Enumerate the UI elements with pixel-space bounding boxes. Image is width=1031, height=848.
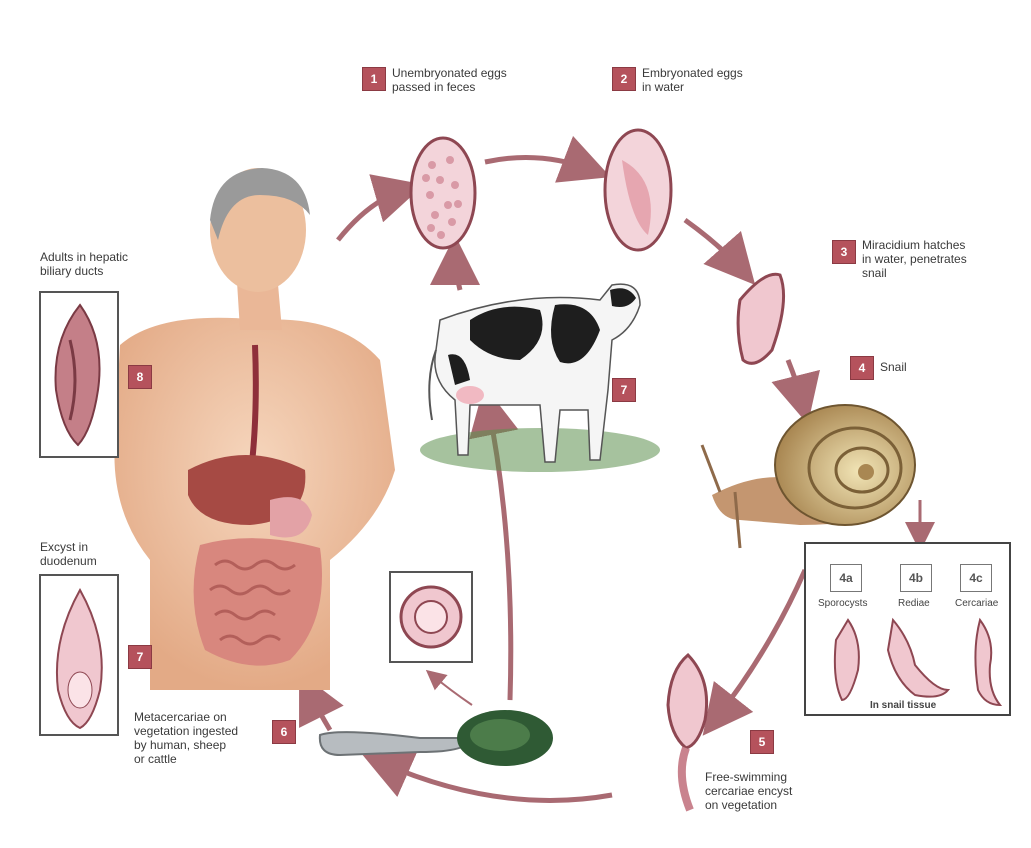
metacercaria-box — [390, 572, 472, 662]
adult-fluke-box — [40, 292, 118, 457]
snail-tissue-caption: In snail tissue — [870, 700, 936, 711]
step-1-badge: 1 — [362, 67, 386, 91]
step-7-badge: 7 — [128, 645, 152, 669]
miracidium — [738, 274, 783, 363]
step-4-label: Snail — [880, 360, 907, 374]
step-6-badge: 6 — [272, 720, 296, 744]
arrow-cercaria-to-spoon — [380, 762, 612, 800]
stage-4b-label: Rediae — [898, 598, 930, 609]
arrow-egg1-to-egg2 — [485, 158, 592, 171]
human-figure — [114, 168, 395, 690]
spoon — [320, 710, 553, 766]
step-7-label: Excyst in duodenum — [40, 540, 97, 568]
step-4-badge: 4 — [850, 356, 874, 380]
arrow-spoon-to-metacercaria — [432, 675, 472, 705]
step-3-badge: 3 — [832, 240, 856, 264]
host-badge: 7 — [612, 378, 636, 402]
arrow-miracidium-to-snail — [788, 360, 803, 405]
arrow-stages-to-cercaria — [715, 570, 805, 720]
arrow-cow-to-egg1 — [455, 255, 460, 290]
unembryonated-egg — [411, 138, 475, 248]
stage-4a-label: Sporocysts — [818, 598, 867, 609]
stage-4c-badge: 4c — [960, 564, 992, 592]
arrow-spoon-to-human — [308, 690, 330, 730]
stage-4b-badge: 4b — [900, 564, 932, 592]
step-5-label: Free-swimming cercariae encyst on vegeta… — [705, 770, 792, 812]
cercaria — [668, 655, 707, 810]
embryonated-egg — [605, 130, 671, 250]
stage-4c-label: Cercariae — [955, 598, 998, 609]
step-8-badge: 8 — [128, 365, 152, 389]
step-6-label: Metacercariae on vegetation ingested by … — [134, 710, 238, 766]
snail — [702, 405, 915, 548]
step-2-badge: 2 — [612, 67, 636, 91]
stage-4a-badge: 4a — [830, 564, 862, 592]
arrow-human-to-egg1 — [338, 190, 405, 240]
step-2-label: Embryonated eggs in water — [642, 66, 743, 94]
step-3-label: Miracidium hatches in water, penetrates … — [862, 238, 967, 280]
step-5-badge: 5 — [750, 730, 774, 754]
arrow-egg2-to-miracidium — [685, 220, 742, 270]
excysted-fluke-box — [40, 575, 118, 735]
step-1-label: Unembryonated eggs passed in feces — [392, 66, 507, 94]
step-8-label: Adults in hepatic biliary ducts — [40, 250, 128, 278]
